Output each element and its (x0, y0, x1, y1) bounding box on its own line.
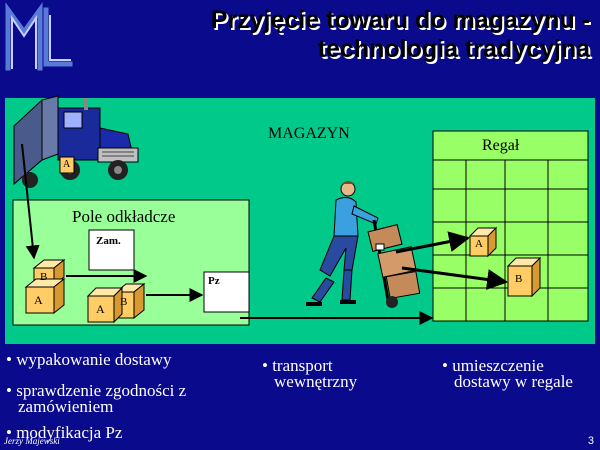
bullet-placement: • umieszczenie (442, 356, 544, 375)
arrow-trolley-to-rack-b (401, 266, 509, 290)
box-pair-staging (86, 282, 146, 324)
arrow-truck-to-staging (21, 143, 40, 260)
title-line-2: technologia tradycyjna (317, 35, 590, 63)
rack-box-a (468, 226, 498, 258)
bullet-verification: • sprawdzenie zgodności z (6, 381, 187, 400)
bullet-verification-cont: zamówieniem (18, 397, 114, 416)
bullet-transport-cont: wewnętrzny (274, 372, 358, 391)
box-stack-left (24, 258, 66, 315)
receipt-document (203, 271, 250, 313)
warehouse-label: MAGAZYN (268, 125, 350, 142)
truck-box-a-label: A (63, 159, 71, 170)
rack-box-a-label: A (475, 238, 483, 250)
worker-with-trolley-icon (306, 181, 421, 308)
page-number: 3 (587, 435, 594, 447)
rack-box-b (506, 256, 542, 298)
rack (432, 130, 589, 322)
title-line-1: Przyjęcie towaru do magazynu - (210, 6, 590, 34)
pair-box-a-label: A (96, 302, 105, 316)
arrow-trolley-to-rack-a (395, 231, 471, 254)
order-document-label: Zam. (96, 235, 121, 247)
order-document (88, 229, 135, 271)
stack-box-b-label: B (40, 271, 48, 283)
rack-box-b-label: B (515, 273, 523, 285)
stack-box-a-label: A (34, 293, 43, 307)
slide-title: Przyjęcie towaru do magazynu - technolog… (150, 6, 590, 64)
staging-label: Pole odkładcze (72, 207, 176, 226)
bullet-placement-cont: dostawy w regale (454, 372, 573, 391)
bullet-unpacking: • wypakowanie dostawy (6, 350, 172, 369)
bullet-transport: • transport (262, 356, 333, 375)
author-signature: Jerzy Majewski (4, 436, 60, 446)
pair-box-b-label: B (120, 296, 128, 308)
bullet-pz-update: • modyfikacja Pz (6, 423, 123, 442)
rack-label: Regał (482, 137, 520, 154)
truck-box-a (59, 156, 75, 174)
receipt-document-label: Pz (208, 275, 220, 287)
logo-icon (5, 2, 73, 71)
